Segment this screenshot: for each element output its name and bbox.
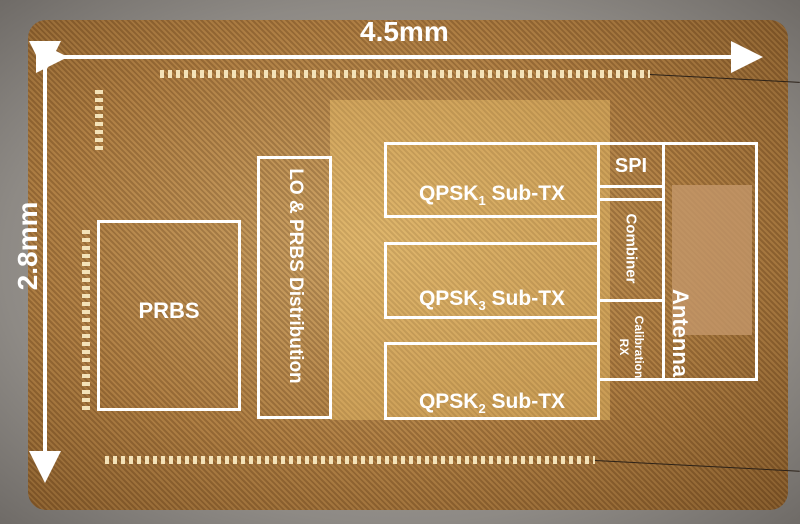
combiner-label: Combiner [622,213,640,284]
antenna-block [662,142,758,381]
qpsk3-label: QPSK3 Sub-TX [418,287,566,314]
bond-pads-bottom [105,456,595,464]
calibration-rx-label: Calibration RX [617,315,646,379]
circuit-region [330,100,610,420]
bond-pads-left [95,90,103,150]
qpsk1-label: QPSK1 Sub-TX [418,182,566,209]
chip-die [28,20,788,510]
prbs-block [97,220,241,411]
qpsk2-label: QPSK2 Sub-TX [418,390,566,417]
bond-pads-left-lower [82,230,90,410]
bond-pads-top [160,70,650,78]
width-label: 4.5mm [360,16,449,47]
antenna-patch [672,185,752,335]
antenna-label: Antenna [668,289,693,377]
lo-prbs-label: LO & PRBS Distribution [285,168,306,384]
prbs-label: PRBS [138,298,200,323]
qpsk2-block [384,342,600,420]
spi-label: SPI [614,155,648,177]
lo-prbs-block [257,156,332,419]
height-label: 2.8mm [12,201,43,291]
